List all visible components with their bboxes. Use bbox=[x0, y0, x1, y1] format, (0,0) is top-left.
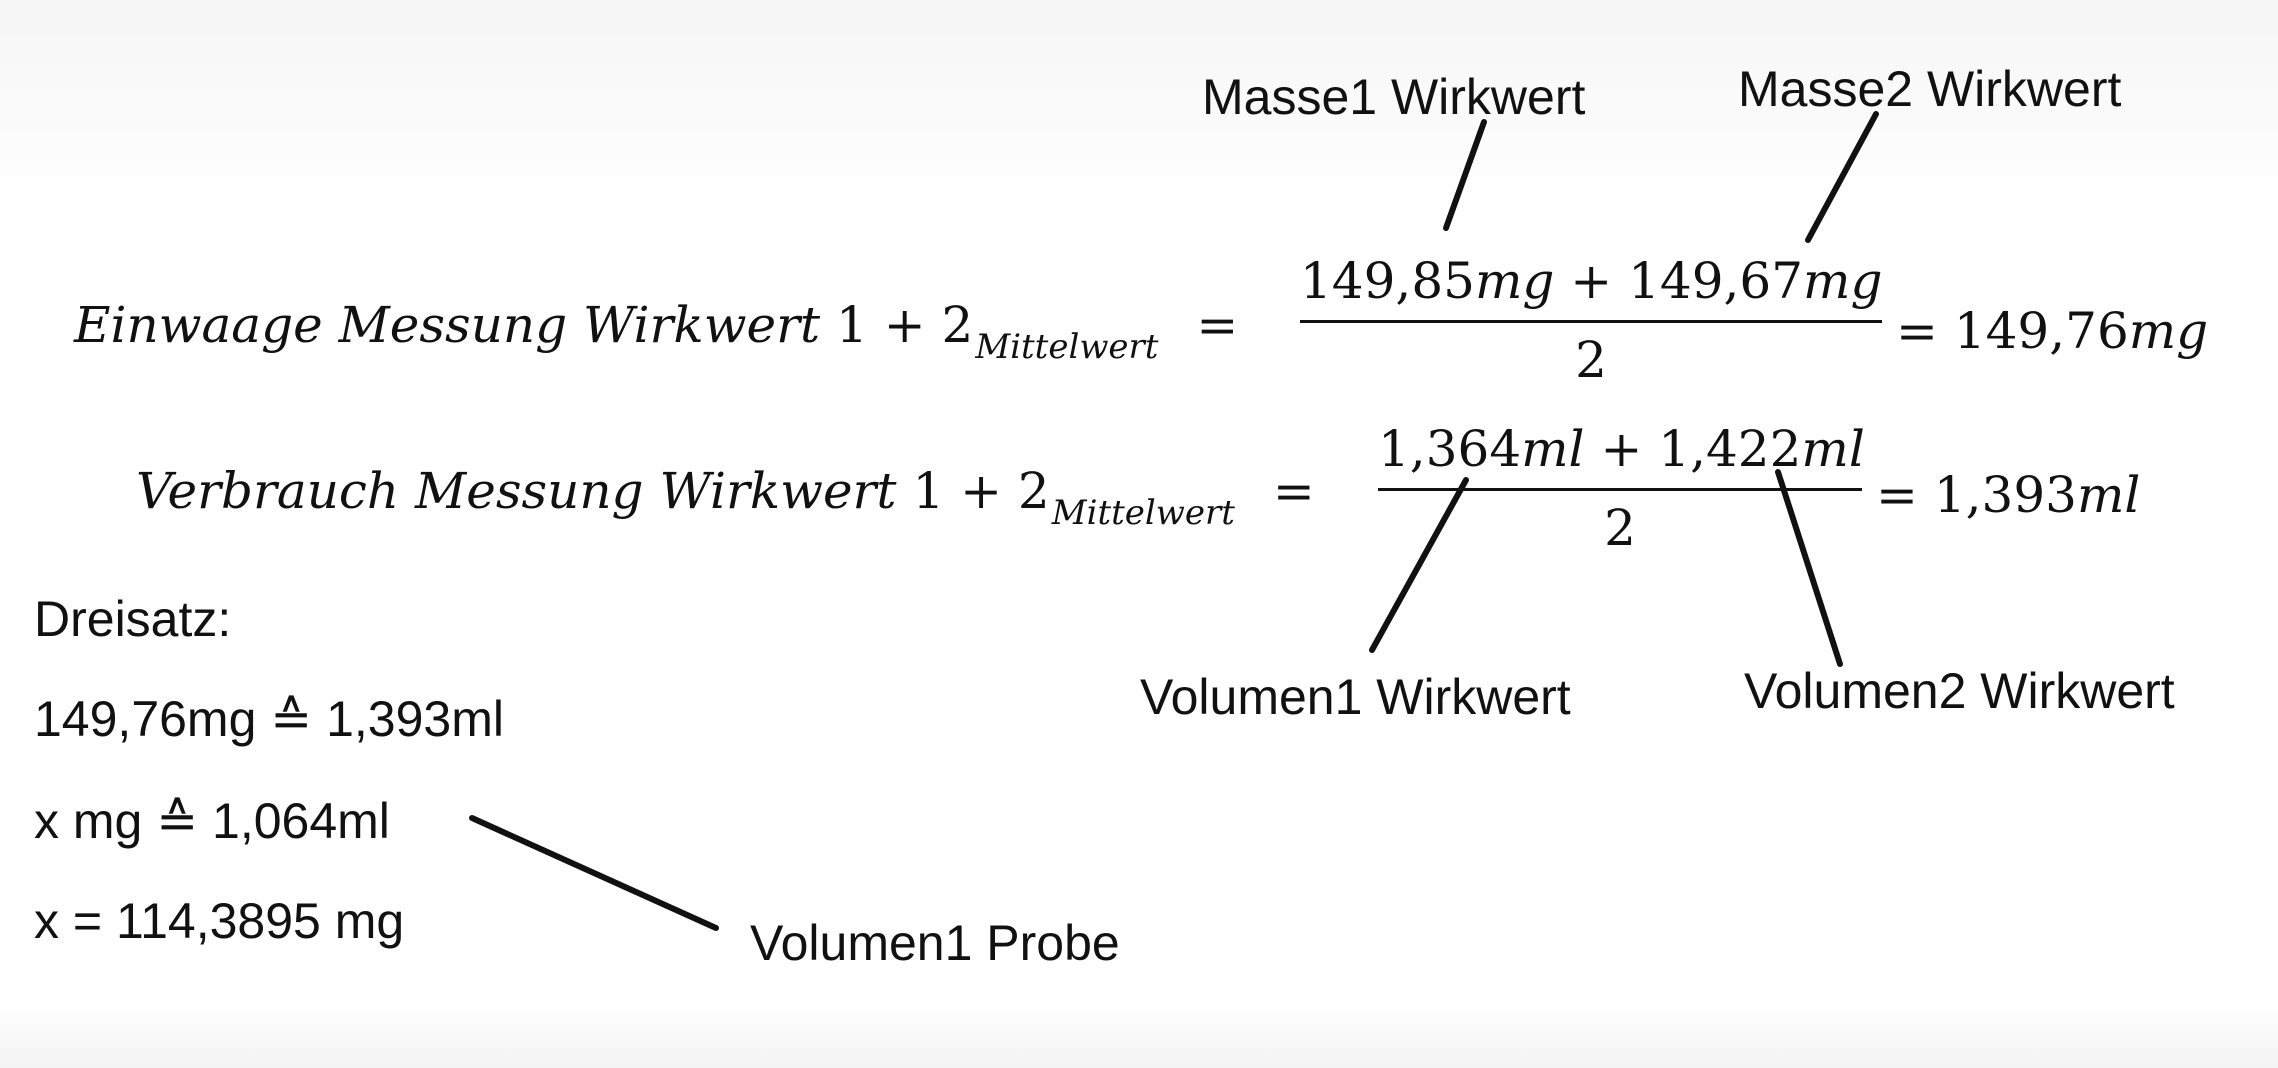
equation1-num-b-unit: mg bbox=[1803, 252, 1883, 310]
dreisatz-line3: x = 114,3895 mg bbox=[34, 893, 405, 949]
equation2-result-value: 1,393 bbox=[1933, 466, 2077, 524]
equation2-result-equals: = bbox=[1876, 466, 1918, 524]
annotation-volumen1: Volumen1 Wirkwert bbox=[1140, 669, 1571, 725]
equation1-num-a-unit: mg bbox=[1474, 252, 1555, 310]
leader-line-masse2 bbox=[1805, 111, 1879, 243]
equation2-num-a-unit: ml bbox=[1521, 420, 1585, 478]
equation1-equals: = bbox=[1196, 296, 1239, 354]
equation1-fraction-bar bbox=[1300, 320, 1882, 323]
equation1-fraction: 149,85mg + 149,67mg 2 bbox=[1300, 256, 1882, 385]
dreisatz-line1: 149,76mg ≙ 1,393ml bbox=[34, 691, 504, 747]
equation1-result-value: 149,76 bbox=[1953, 302, 2129, 360]
dreisatz-heading: Dreisatz: bbox=[34, 591, 232, 647]
annotation-masse2: Masse2 Wirkwert bbox=[1738, 61, 2122, 117]
equation1-denominator: 2 bbox=[1575, 331, 1607, 389]
equation2-fraction: 1,364ml + 1,422ml 2 bbox=[1378, 424, 1865, 557]
equation1-plus: + bbox=[1570, 252, 1613, 310]
equation1-subscript: Mittelwert bbox=[975, 327, 1159, 367]
dreisatz-line2: x mg ≙ 1,064ml bbox=[34, 793, 390, 849]
equation2-result-unit: ml bbox=[2076, 466, 2141, 524]
equation1-num-a-value: 149,85 bbox=[1300, 252, 1475, 310]
equation1-lhs-text: Einwaage Messung Wirkwert bbox=[74, 296, 821, 354]
equation1-operand: 1 + 2 bbox=[836, 296, 974, 354]
equation2-plus: + bbox=[1600, 420, 1643, 478]
equation2-lhs-text: Verbrauch Messung Wirkwert bbox=[136, 462, 897, 520]
equation2-operand: 1 + 2 bbox=[912, 462, 1050, 520]
equation1-num-b-value: 149,67 bbox=[1628, 252, 1804, 310]
leader-line-masse1 bbox=[1443, 119, 1487, 231]
equation1-numerator: 149,85mg + 149,67mg bbox=[1300, 256, 1882, 306]
equation2-fraction-bar bbox=[1378, 488, 1862, 491]
annotation-masse1: Masse1 Wirkwert bbox=[1202, 69, 1586, 125]
annotation-volumen2: Volumen2 Wirkwert bbox=[1744, 663, 2175, 719]
equation1-result: = 149,76mg bbox=[1896, 306, 2208, 356]
equation2-equals: = bbox=[1272, 462, 1315, 520]
equation2-num-b-value: 1,422 bbox=[1658, 420, 1802, 478]
equation1-lhs: Einwaage Messung Wirkwert 1 + 2Mittelwer… bbox=[74, 300, 1238, 364]
equation2-num-b-unit: ml bbox=[1801, 420, 1865, 478]
equation2-lhs: Verbrauch Messung Wirkwert 1 + 2Mittelwe… bbox=[136, 466, 1315, 530]
equation2-result: = 1,393ml bbox=[1876, 470, 2140, 520]
annotation-volumen1-probe: Volumen1 Probe bbox=[750, 915, 1120, 971]
equation2-numerator: 1,364ml + 1,422ml bbox=[1378, 424, 1865, 474]
equation2-num-a-value: 1,364 bbox=[1378, 420, 1522, 478]
leader-line-volumen1 bbox=[1369, 477, 1469, 653]
leader-line-volumen1-probe bbox=[469, 815, 719, 931]
equation1-result-equals: = bbox=[1896, 302, 1938, 360]
leader-line-volumen2 bbox=[1775, 469, 1843, 667]
equation2-subscript: Mittelwert bbox=[1051, 493, 1235, 533]
equation2-denominator: 2 bbox=[1604, 499, 1636, 557]
equation1-result-unit: mg bbox=[2128, 302, 2209, 360]
